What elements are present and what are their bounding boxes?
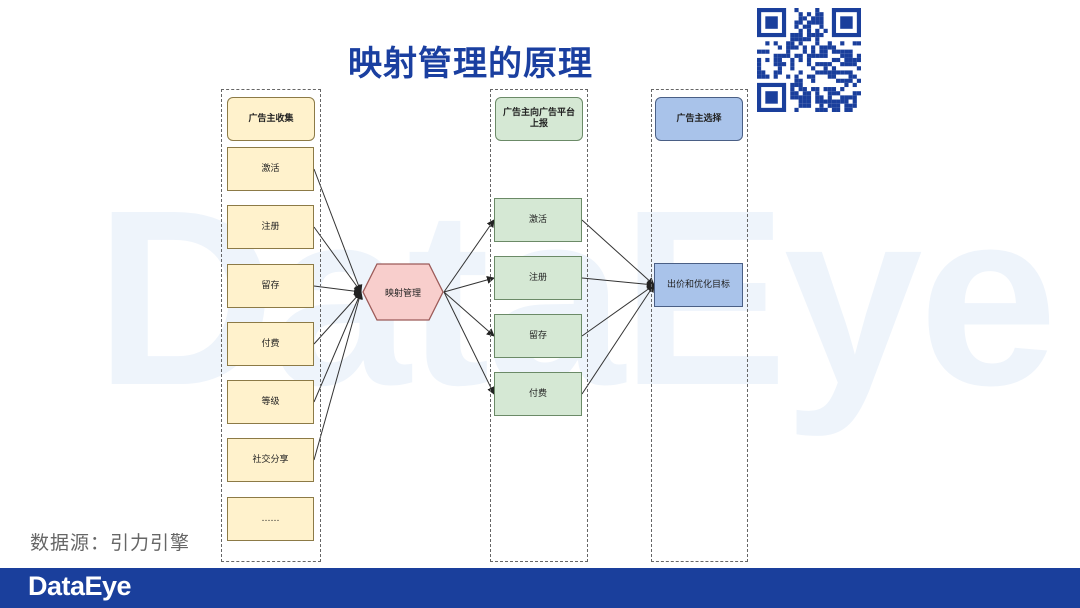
qr-code [757,8,861,112]
data-source-note: 数据源：引力引擎 [30,532,191,554]
report-header: 广告主向广告平台上报 [495,97,583,141]
edge-collect-3 [313,285,362,296]
report-column [490,89,588,562]
collect-item-activation: 激活 [227,147,314,191]
edge-report-1 [443,219,495,293]
mapping-hub-label: 映射管理 [384,288,421,299]
choose-column [651,89,748,562]
collect-header: 广告主收集 [227,97,315,141]
edge-choose-1 [581,219,655,286]
page-title: 映射管理的原理 [348,44,593,84]
edge-collect-4 [313,291,362,345]
edge-choose-4 [581,284,655,395]
collect-column [221,89,321,562]
edge-collect-1 [313,168,363,293]
collect-item-retention: 留存 [227,264,314,308]
choose-item-bid-target: 出价和优化目标 [654,263,743,307]
collect-item-more: …… [227,497,314,541]
edge-choose-3 [581,284,655,337]
edge-report-2 [443,276,495,293]
footer-brand-logo: DataEye [28,571,132,601]
report-item-payment: 付费 [494,372,582,416]
collect-item-social-share: 社交分享 [227,438,314,482]
report-item-activation: 激活 [494,198,582,242]
edge-report-4 [443,291,495,395]
edge-report-3 [443,291,495,337]
edge-collect-6 [313,291,363,461]
choose-header: 广告主选择 [655,97,743,141]
edge-choose-2 [581,277,655,289]
collect-item-payment: 付费 [227,322,314,366]
edge-collect-2 [313,226,362,293]
collect-item-register: 注册 [227,205,314,249]
report-item-retention: 留存 [494,314,582,358]
edge-collect-5 [313,291,362,403]
footer-bar: DataEye [0,568,1080,608]
collect-item-level: 等级 [227,380,314,424]
mapping-hub-shape [362,263,444,321]
report-item-register: 注册 [494,256,582,300]
